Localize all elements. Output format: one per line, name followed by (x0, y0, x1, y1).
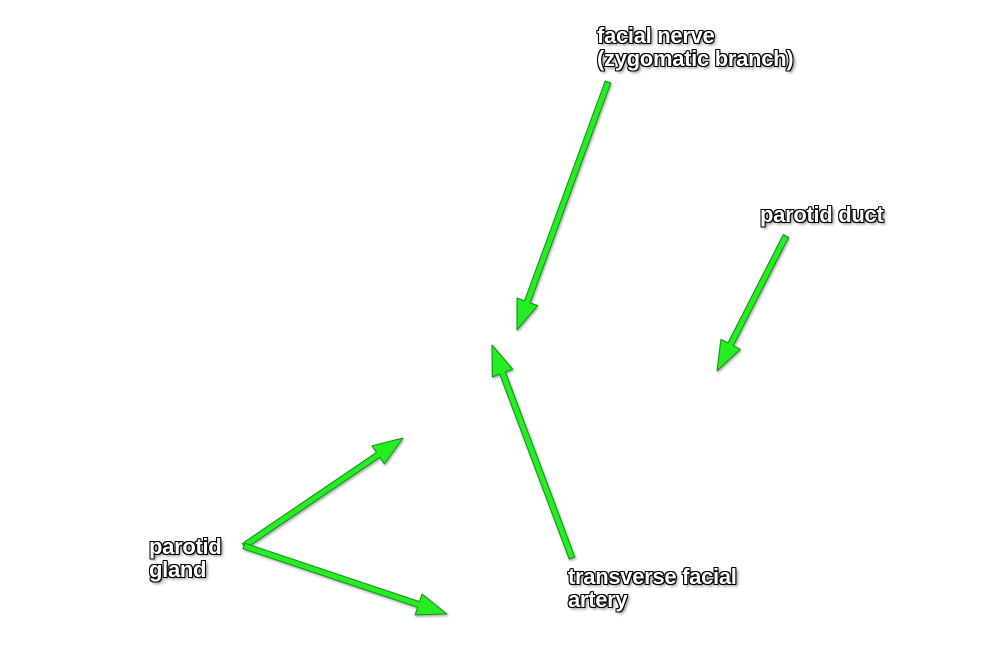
label-transverse-facial-artery-line1: transverse facial (568, 564, 737, 589)
label-parotid-gland-line1: parotid (149, 534, 222, 559)
label-parotid-duct-line1: parotid duct (760, 202, 884, 227)
label-transverse-facial-artery: transverse facial artery (568, 565, 737, 611)
arrow-parotid-gland-lower (242, 542, 448, 616)
label-parotid-duct: parotid duct (760, 203, 884, 226)
arrow-parotid-gland-upper (241, 437, 404, 549)
arrow-parotid-duct (716, 234, 790, 372)
label-facial-nerve-line1: facial nerve (597, 23, 715, 48)
label-facial-nerve: facial nerve (zygomatic branch) (597, 23, 794, 71)
label-parotid-gland: parotid gland (149, 534, 222, 582)
arrow-transverse-facial-artery (491, 344, 576, 560)
label-parotid-gland-line2: gland (149, 557, 207, 582)
label-facial-nerve-line2: (zygomatic branch) (597, 46, 794, 71)
label-transverse-facial-artery-line2: artery (568, 587, 628, 612)
arrow-facial-nerve (516, 80, 612, 331)
